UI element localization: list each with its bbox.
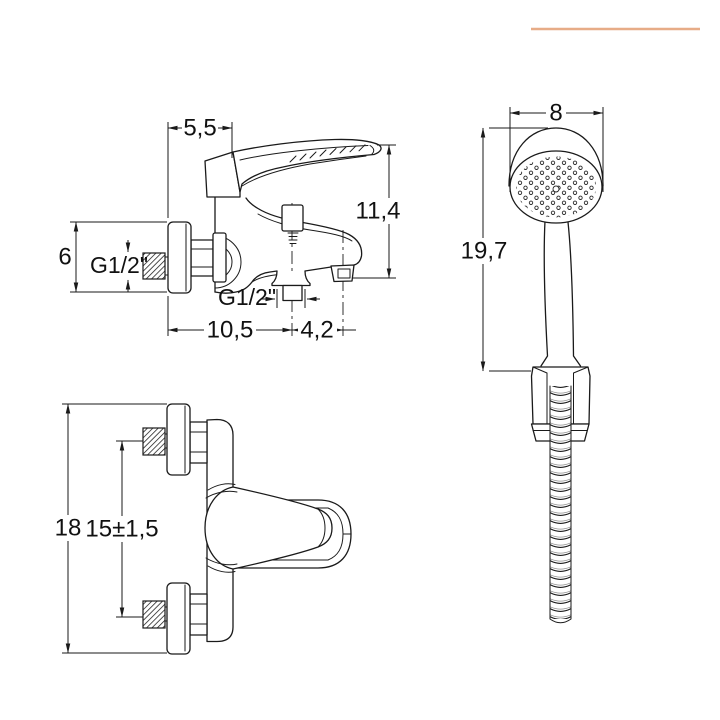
spray-face-center bbox=[552, 185, 560, 193]
outlet-thread-label: G1/2" bbox=[218, 284, 276, 310]
inlet-thread-label: G1/2" bbox=[90, 252, 148, 278]
body-collar bbox=[212, 232, 227, 283]
mixer-front-view: 18 15±1,5 bbox=[52, 403, 352, 655]
dim-overall-height: 18 bbox=[52, 403, 167, 654]
wall-plate bbox=[167, 221, 192, 294]
handset-head-back bbox=[508, 127, 604, 187]
inlet-thread bbox=[142, 252, 166, 280]
upper-inlet-thread bbox=[142, 427, 166, 456]
dim-plate-height: 6 bbox=[56, 221, 167, 293]
dim-head-width: 8 bbox=[509, 100, 604, 192]
mixer-side-view: 5,5 11,4 6 G1/2" G bbox=[56, 115, 405, 344]
lever-texture bbox=[289, 144, 366, 163]
dim-overall-height-label: 18 bbox=[55, 515, 82, 542]
shower-outlet bbox=[271, 270, 311, 287]
dim-handset-length-label: 19,7 bbox=[461, 238, 508, 265]
outlet-thread-callout: G1/2" bbox=[218, 284, 320, 310]
dim-head-width-label: 8 bbox=[549, 100, 562, 127]
diverter-knob bbox=[281, 204, 304, 232]
dim-wall-to-outlet-label: 10,5 bbox=[207, 317, 254, 344]
dim-plate-height-label: 6 bbox=[58, 244, 71, 271]
inlet-thread-callout: G1/2" bbox=[90, 240, 148, 292]
shower-outlet-nipple bbox=[282, 284, 303, 302]
dim-bottom-widths: 10,5 4,2 bbox=[167, 296, 356, 344]
dim-top-width: 5,5 bbox=[167, 115, 233, 218]
lower-wall-nut bbox=[189, 593, 208, 636]
dim-inlet-centers: 15±1,5 bbox=[85, 440, 160, 618]
dim-height: 11,4 bbox=[351, 144, 405, 279]
lower-wall-plate bbox=[166, 582, 191, 655]
mixer-lever bbox=[232, 138, 382, 193]
handset-grip bbox=[540, 220, 582, 367]
dim-handset-length: 19,7 bbox=[457, 127, 548, 372]
dim-height-label: 11,4 bbox=[356, 198, 401, 225]
upper-wall-nut bbox=[189, 421, 208, 464]
dim-inlet-centers-label: 15±1,5 bbox=[85, 516, 158, 543]
hand-shower-view: 8 19,7 bbox=[457, 100, 604, 624]
lower-inlet-thread bbox=[142, 600, 166, 629]
wall-nut bbox=[190, 239, 214, 277]
dim-top-width-label: 5,5 bbox=[183, 115, 216, 142]
shower-hose bbox=[549, 385, 572, 624]
spout-aerator bbox=[330, 264, 355, 283]
dim-outlet-to-spout-label: 4,2 bbox=[300, 317, 333, 344]
upper-wall-plate bbox=[166, 403, 191, 476]
